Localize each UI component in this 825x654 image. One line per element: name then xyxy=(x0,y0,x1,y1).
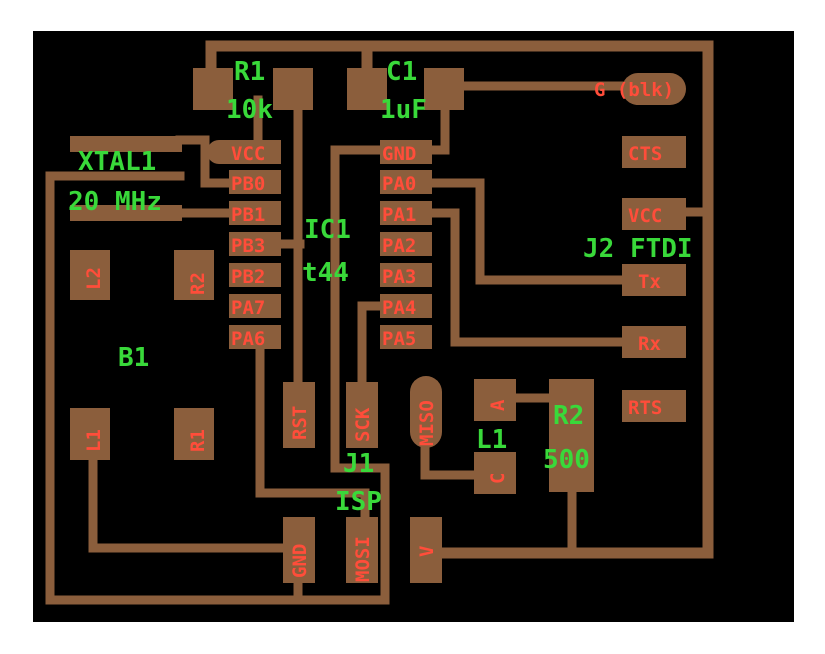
ftdi-cts-label: CTS xyxy=(628,143,662,165)
l1-ref: L1 xyxy=(476,425,507,455)
r1-pad-left xyxy=(193,68,233,110)
ic-pin-label-1: PB0 xyxy=(231,173,265,195)
j1-ref: J1 xyxy=(343,449,374,479)
l2-pad xyxy=(70,250,110,300)
l1-left-label: L1 xyxy=(83,429,105,452)
ic-pin-label-2: PB1 xyxy=(231,204,265,226)
ftdi-tx-pad xyxy=(622,264,686,296)
ftdi-gnd-label: G (blk) xyxy=(594,79,674,101)
gnd-label: GND xyxy=(289,544,311,578)
xtal-ref: XTAL1 xyxy=(78,147,156,177)
r2-pad xyxy=(549,379,594,492)
ic-pin-pb2 xyxy=(229,263,281,287)
ic-pin-pa0 xyxy=(380,170,432,194)
ic-pin-gnd xyxy=(380,140,432,164)
xtal-pad-top xyxy=(70,136,182,152)
ic-pin-label-0: VCC xyxy=(231,143,265,165)
ic-pin-label-5: PA7 xyxy=(231,297,265,319)
trace-l1-gnd xyxy=(88,450,295,553)
ic-pin-pb1 xyxy=(229,201,281,225)
c1-pad-right xyxy=(424,68,464,110)
trace-pa1-rx xyxy=(425,208,635,347)
sck-pad xyxy=(346,382,378,448)
r1-value: 10k xyxy=(226,95,273,125)
r2-small-pad xyxy=(174,250,214,300)
pads xyxy=(70,68,686,583)
ic-pin-label-9: PA1 xyxy=(382,204,416,226)
r1-small-label: R1 xyxy=(187,429,209,452)
miso-label: MISO xyxy=(416,400,438,446)
ftdi-gnd-pad xyxy=(622,73,686,105)
sck-label: SCK xyxy=(352,407,374,442)
l2-label: L2 xyxy=(83,267,105,290)
r1-pad-right xyxy=(273,68,313,110)
ic-pin-pa2 xyxy=(380,232,432,256)
xtal-pad-bottom xyxy=(70,205,182,221)
r2-small-label: R2 xyxy=(187,272,209,295)
c-label: C xyxy=(487,473,509,484)
rst-pad xyxy=(283,382,315,448)
r1-small-pad xyxy=(174,408,214,460)
mosi-label: MOSI xyxy=(352,536,374,582)
c1-pad-left xyxy=(347,68,387,110)
v-pad xyxy=(410,517,442,583)
mosi-pad xyxy=(346,517,378,583)
trace-xtal-pb0 xyxy=(175,135,245,188)
b1-ref: B1 xyxy=(118,343,149,373)
pin-labels: VCC PB0 PB1 PB3 PB2 PA7 PA6 GND PA0 PA1 … xyxy=(83,79,674,582)
ic-pin-label-12: PA4 xyxy=(382,297,416,319)
ic-pin-label-4: PB2 xyxy=(231,266,265,288)
ic-pin-label-7: GND xyxy=(382,143,416,165)
ftdi-cts-pad xyxy=(622,136,686,168)
xtal-value: 20 MHz xyxy=(68,187,162,217)
r2-value: 500 xyxy=(543,445,590,475)
trace-pa6-mosi xyxy=(255,340,370,525)
rst-label: RST xyxy=(289,406,311,440)
ftdi-rts-pad xyxy=(622,390,686,422)
ic-pin-label-6: PA6 xyxy=(231,328,265,350)
trace-top-bus xyxy=(205,40,714,559)
ic-value: t44 xyxy=(302,258,349,288)
l1-a-pad xyxy=(474,379,516,421)
c1-ref: C1 xyxy=(386,57,417,87)
ic-pin-label-8: PA0 xyxy=(382,173,416,195)
ic-pin-label-3: PB3 xyxy=(231,235,265,257)
a-label: A xyxy=(487,399,509,411)
ic-pin-pb0 xyxy=(229,170,281,194)
l1-c-pad xyxy=(474,452,516,494)
r2-ref: R2 xyxy=(553,401,584,431)
ref-labels: R1 10k C1 1uF XTAL1 20 MHz IC1 t44 J2 FT… xyxy=(68,57,693,517)
ic-pin-pa3 xyxy=(380,263,432,287)
ftdi-tx-label: Tx xyxy=(638,271,661,293)
ic-pin-pb3 xyxy=(229,232,281,256)
ic-pin-vcc-round xyxy=(207,140,241,164)
ic-pin-pa1 xyxy=(380,201,432,225)
trace-pa0-tx xyxy=(425,178,635,285)
ic-pin-pa6 xyxy=(229,325,281,349)
ic-pin-pa7 xyxy=(229,294,281,318)
gnd-pad xyxy=(283,517,315,583)
ftdi-rx-label: Rx xyxy=(638,333,661,355)
ic-pin-pa5 xyxy=(380,325,432,349)
ic-pin-label-10: PA2 xyxy=(382,235,416,257)
ic-ref: IC1 xyxy=(304,215,351,245)
ic-pin-pa4 xyxy=(380,294,432,318)
c1-value: 1uF xyxy=(380,95,427,125)
j2-ref: J2 FTDI xyxy=(583,234,693,264)
j1-value: ISP xyxy=(335,487,382,517)
ftdi-rx-pad xyxy=(622,326,686,358)
trace-miso-c xyxy=(420,435,485,480)
l1-left-pad xyxy=(70,408,110,460)
ic-pin-label-13: PA5 xyxy=(382,328,416,350)
ftdi-vcc-label: VCC xyxy=(628,205,662,227)
ftdi-vcc-pad xyxy=(622,198,686,230)
miso-pad xyxy=(410,376,442,448)
ic-pin-label-11: PA3 xyxy=(382,266,416,288)
v-label: V xyxy=(416,546,438,557)
ftdi-rts-label: RTS xyxy=(628,397,662,419)
r1-ref: R1 xyxy=(234,57,265,87)
